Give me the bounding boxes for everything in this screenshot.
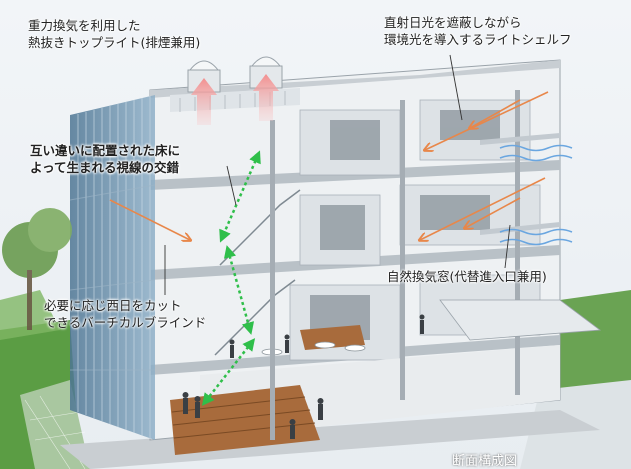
exhaust-arrows <box>191 74 279 125</box>
vertical-blinds <box>77 96 151 439</box>
annotation-top-light: 重力換気を利用した 熱抜きトップライト(排煙兼用) <box>28 17 200 51</box>
tree <box>2 208 72 330</box>
light-waves <box>499 144 573 246</box>
annotation-light-shelf: 直射日光を遮蔽しながら 環境光を導入するライトシェルフ <box>384 14 572 48</box>
landscape-left <box>0 290 90 469</box>
leader-lines <box>164 54 511 295</box>
building-section <box>149 56 602 455</box>
west-glass-facade <box>69 95 156 440</box>
annotation-light-shelf-line2: 環境光を導入するライトシェルフ <box>384 32 572 47</box>
annotation-light-shelf-line1: 直射日光を遮蔽しながら <box>384 15 522 30</box>
sightline-arrows <box>201 150 261 406</box>
annotation-vertical-blinds-line1: 必要に応じ西日をカット <box>44 298 182 313</box>
annotation-top-light-line2: 熱抜きトップライト(排煙兼用) <box>28 35 201 50</box>
figure-caption: 断面構成図 <box>452 454 518 469</box>
annotation-staggered-floors: 互い違いに配置された床に よって生まれる視線の交錯 <box>30 142 180 176</box>
annotation-top-light-line1: 重力換気を利用した <box>28 18 141 33</box>
annotation-natural-vent-line1: 自然換気窓(代替進入口兼用) <box>387 269 547 284</box>
annotation-staggered-floors-line1: 互い違いに配置された床に <box>30 143 181 158</box>
annotation-vertical-blinds: 必要に応じ西日をカット できるバーチカルブラインド <box>44 297 206 331</box>
annotation-vertical-blinds-line2: できるバーチカルブラインド <box>44 315 207 330</box>
annotation-staggered-floors-line2: よって生まれる視線の交錯 <box>30 160 180 175</box>
sun-rays <box>109 91 549 240</box>
annotation-natural-vent: 自然換気窓(代替進入口兼用) <box>387 268 547 285</box>
ground-slab <box>60 410 600 469</box>
